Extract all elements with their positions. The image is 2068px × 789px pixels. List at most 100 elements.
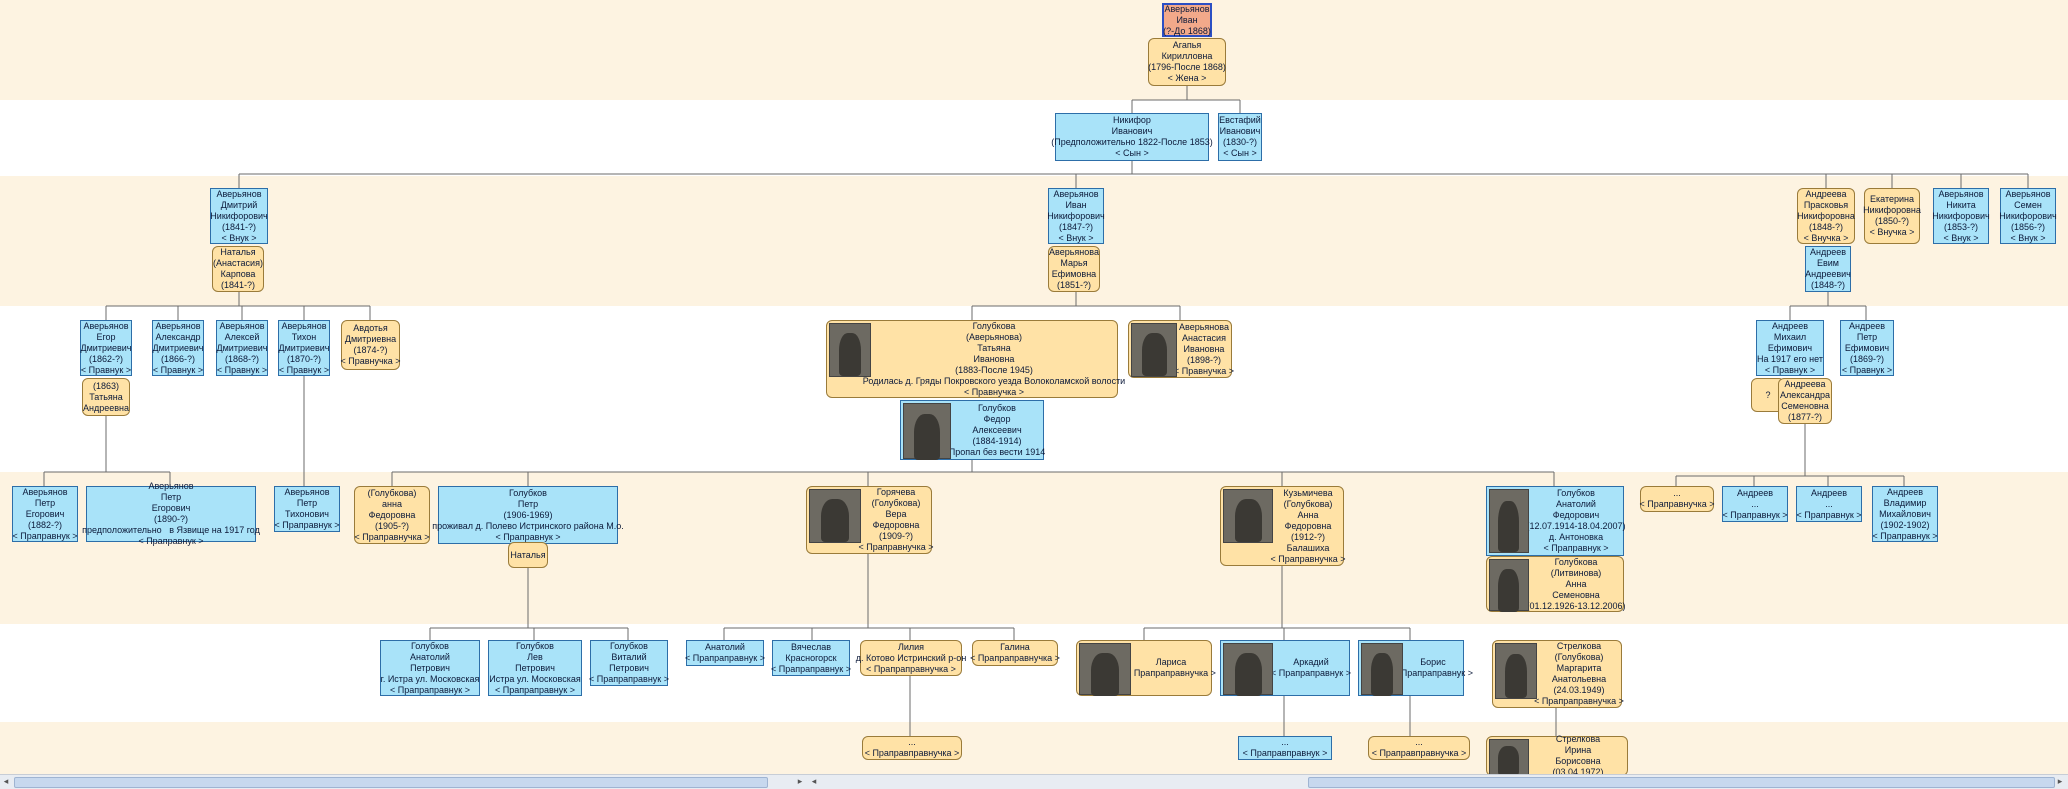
person-photo-icon bbox=[809, 489, 861, 543]
person-card-line: < Правнучка > bbox=[963, 386, 1025, 397]
person-card-line: Дмитриевич bbox=[278, 342, 330, 353]
person-card-line: (1856-?) bbox=[2010, 221, 2046, 232]
scroll-thumb[interactable] bbox=[14, 777, 768, 788]
person-card-line: (1905-?) bbox=[374, 520, 410, 531]
scroll-right-icon[interactable]: ▸ bbox=[797, 776, 803, 786]
person-card-male[interactable]: Аркадий< Прапраправнук > bbox=[1220, 640, 1351, 696]
person-card-line: Лариса bbox=[1155, 657, 1187, 667]
person-card-line: (1909-?) bbox=[878, 531, 914, 541]
person-card-line: Никифорович bbox=[1047, 210, 1105, 221]
person-card-line: Вера bbox=[885, 509, 907, 519]
person-card-line: Федоровна bbox=[872, 520, 920, 530]
horizontal-scrollbar-left[interactable]: ◂ ▸ bbox=[0, 774, 808, 789]
person-card-female[interactable]: Лариса< Прапраправнучка > bbox=[1076, 640, 1216, 696]
person-card-line: Ефимовна bbox=[1051, 269, 1097, 279]
person-card-female[interactable]: Наталья bbox=[508, 542, 548, 568]
horizontal-scrollbar-right[interactable]: ◂ ▸ bbox=[808, 774, 2068, 789]
person-card-male[interactable]: ...< Праправправнук > bbox=[1238, 736, 1332, 760]
person-card-male[interactable]: Андреев...< Праправнук > bbox=[1722, 486, 1788, 522]
person-card-line: Семеновна bbox=[1781, 401, 1829, 411]
generation-band bbox=[0, 722, 2068, 774]
person-card-line: Дмитриевич bbox=[80, 342, 132, 353]
scroll-left-icon[interactable]: ◂ bbox=[3, 776, 9, 786]
person-card-line: Аверьянов bbox=[216, 188, 262, 199]
scroll-thumb[interactable] bbox=[1308, 777, 2055, 788]
person-card-line: Балашиха bbox=[1286, 542, 1330, 553]
person-card-line: Анна bbox=[1297, 509, 1319, 520]
person-card-line: Анатолий bbox=[1556, 499, 1596, 509]
person-card-male[interactable]: Анатолий< Прапраправнук > bbox=[685, 640, 765, 666]
person-card-line: (03.04.1972) bbox=[1552, 767, 1604, 777]
person-card-line: (1851-?) bbox=[1056, 280, 1092, 290]
person-card-female[interactable]: ...< Праправправнучка > bbox=[862, 736, 962, 760]
person-card-line: < Правнук > bbox=[1841, 364, 1893, 375]
person-card-line: Борис bbox=[1420, 657, 1446, 667]
person-card-male[interactable]: Андреев...< Праправнук > bbox=[1796, 486, 1862, 522]
person-card-line: Маргарита bbox=[1556, 663, 1602, 673]
person-card-female[interactable]: Наталья(Анастасия)Карпова(1841-?) bbox=[212, 246, 264, 292]
person-card-line: < Праправнук > bbox=[1872, 530, 1938, 541]
person-card-female[interactable]: ...< Праправнучка > bbox=[1640, 486, 1714, 512]
person-card-line: < Праправправнучка > bbox=[864, 748, 960, 758]
person-card-line: д. Антоновка bbox=[1548, 532, 1604, 542]
person-card-line: Федорович bbox=[1552, 510, 1600, 520]
scroll-left-icon[interactable]: ◂ bbox=[811, 776, 817, 786]
person-photo-silhouette bbox=[1498, 569, 1519, 612]
person-card-line: Анатолий bbox=[705, 642, 745, 652]
person-card-line: Дмитриевич bbox=[152, 342, 204, 353]
scroll-right-icon[interactable]: ▸ bbox=[2057, 776, 2063, 786]
person-card-female[interactable]: Галина< Прапраправнучка > bbox=[970, 640, 1060, 666]
person-photo-icon bbox=[829, 323, 871, 377]
person-card-line: < Праправнук > bbox=[12, 530, 78, 541]
person-card-line: Андреев bbox=[1809, 247, 1847, 257]
person-card-line: (1870-?) bbox=[286, 353, 322, 364]
person-card-line: Андреева bbox=[1784, 379, 1826, 389]
person-card-female[interactable]: ...< Праправправнучка > bbox=[1368, 736, 1470, 760]
person-card-line: Аверьянов bbox=[219, 320, 265, 331]
person-card-line: (?-До 1868) bbox=[1163, 25, 1211, 36]
person-card-line: Петр bbox=[1856, 331, 1878, 342]
person-card-male[interactable]: Борис< Прапраправнук > bbox=[1358, 640, 1473, 696]
